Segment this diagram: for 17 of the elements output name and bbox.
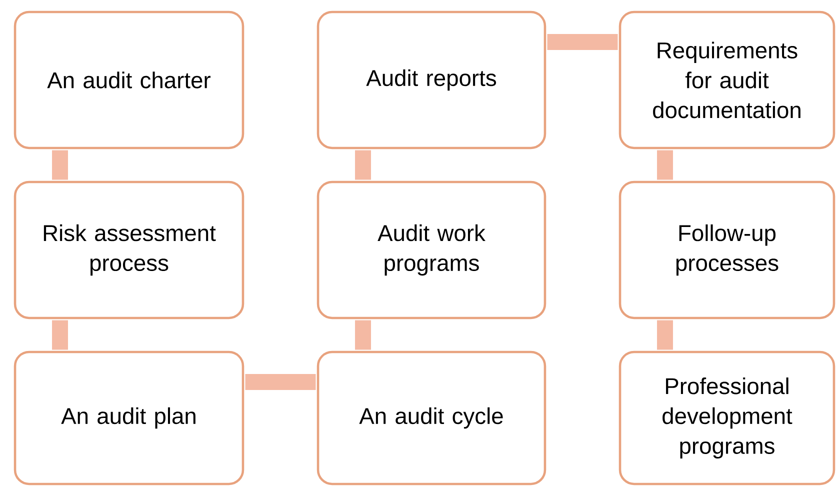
process-box: Follow-up processes	[618, 180, 836, 320]
process-box: Audit reports	[316, 10, 546, 150]
connector	[355, 150, 371, 180]
connector	[657, 320, 673, 350]
connector	[657, 150, 673, 180]
process-box: Professional development programs	[618, 350, 836, 486]
connector	[355, 320, 371, 350]
connector	[547, 34, 618, 50]
connector	[52, 150, 68, 180]
process-box: Requirements for audit documentation	[618, 10, 836, 150]
connector	[52, 320, 68, 350]
process-box: Risk assessment process	[14, 180, 244, 320]
process-box: An audit cycle	[316, 350, 546, 486]
process-box: An audit plan	[14, 350, 244, 486]
process-box: An audit charter	[14, 10, 244, 150]
process-box: Audit work programs	[316, 180, 546, 320]
connector	[245, 374, 316, 390]
